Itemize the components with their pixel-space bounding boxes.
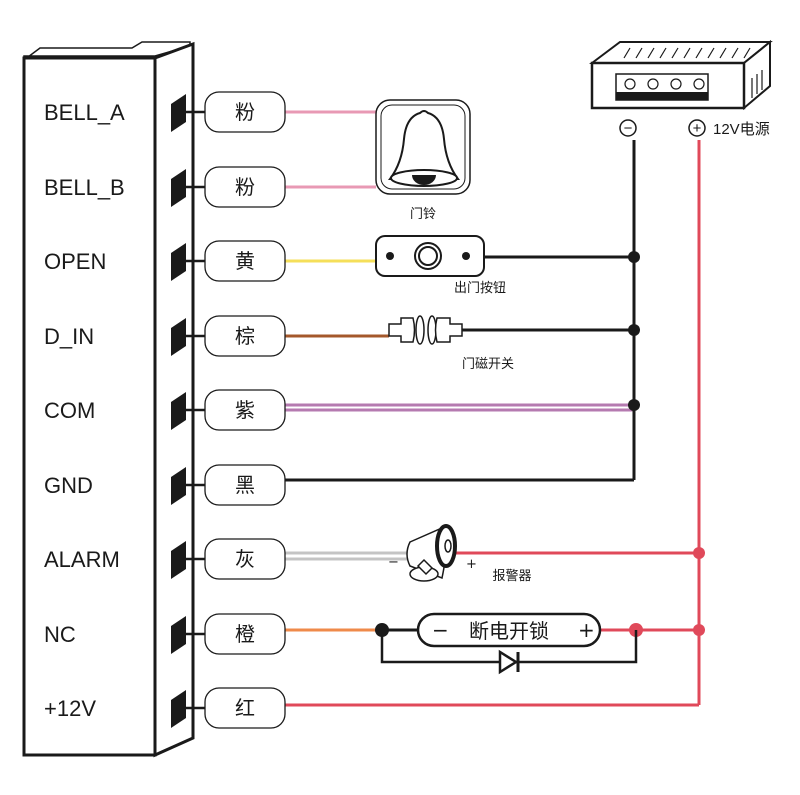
junction-dot bbox=[628, 251, 640, 263]
wire-color-label: 棕 bbox=[235, 324, 255, 348]
wire-color-label: 粉 bbox=[235, 175, 255, 199]
door-sensor-label: 门磁开关 bbox=[462, 357, 514, 372]
junction-dot bbox=[628, 324, 640, 336]
terminal-tab bbox=[171, 243, 186, 281]
alarm-plus: + bbox=[466, 557, 477, 572]
power-supply-icon: − + 12V电源 bbox=[589, 39, 773, 138]
junction-dot bbox=[628, 399, 640, 411]
wire-color-cap bbox=[204, 687, 286, 729]
pin-label: BELL_B bbox=[44, 175, 125, 200]
bell-icon bbox=[388, 110, 460, 187]
lock-label: 断电开锁 bbox=[469, 619, 549, 643]
svg-text:−: − bbox=[624, 120, 633, 137]
pin-label: BELL_A bbox=[44, 100, 125, 125]
terminal-row: ALARM 灰 bbox=[44, 538, 286, 580]
junction-dot bbox=[693, 624, 705, 636]
controller-box bbox=[22, 41, 195, 758]
pin-label: +12V bbox=[44, 696, 96, 721]
terminal-tab bbox=[171, 467, 186, 505]
terminal-tab bbox=[171, 94, 186, 132]
pin-label: NC bbox=[44, 622, 76, 647]
doorbell-label: 门铃 bbox=[410, 207, 436, 222]
terminal-tab bbox=[171, 392, 186, 430]
alarm-minus: − bbox=[388, 555, 399, 570]
alarm-label: 报警器 bbox=[492, 568, 531, 584]
psu-minus-terminal bbox=[619, 119, 637, 137]
ground-bus bbox=[285, 140, 640, 482]
svg-text:+: + bbox=[693, 120, 702, 137]
wire-color-cap bbox=[204, 240, 286, 282]
siren-icon: − + 报警器 bbox=[388, 524, 532, 584]
wire-color-label: 黄 bbox=[235, 249, 255, 273]
terminal-row: +12V 红 bbox=[44, 687, 286, 729]
wire-color-cap bbox=[204, 464, 286, 506]
wire-color-cap bbox=[204, 389, 286, 431]
lock-plus: + bbox=[578, 618, 595, 642]
psu-label: 12V电源 bbox=[713, 121, 770, 138]
terminal-row: COM 紫 bbox=[44, 389, 286, 431]
doorbell: 门铃 bbox=[375, 99, 471, 222]
terminal-tab bbox=[171, 616, 186, 654]
wire-color-cap bbox=[204, 166, 286, 208]
wire-color-label: 橙 bbox=[235, 622, 255, 646]
wire-color-label: 粉 bbox=[235, 100, 255, 124]
exit-button-label: 出门按钮 bbox=[454, 281, 506, 296]
wire-color-cap bbox=[204, 91, 286, 133]
pin-label: OPEN bbox=[44, 249, 106, 274]
terminal-row: GND 黑 bbox=[44, 464, 286, 506]
terminal-tab bbox=[171, 318, 186, 356]
terminal-tab bbox=[171, 169, 186, 207]
wire-color-label: 紫 bbox=[235, 398, 255, 422]
electric-lock: − 断电开锁 + bbox=[285, 612, 638, 675]
magnetic-sensor-icon: 门磁开关 bbox=[388, 315, 514, 372]
pin-label: COM bbox=[44, 398, 95, 423]
wire-color-cap bbox=[204, 538, 286, 580]
psu-plus-terminal bbox=[688, 119, 706, 137]
lock-minus: − bbox=[432, 618, 449, 642]
terminal-tab bbox=[171, 690, 186, 728]
terminal-tab bbox=[171, 541, 186, 579]
wire-color-label: 黑 bbox=[235, 473, 255, 497]
terminal-row: D_IN 棕 bbox=[44, 315, 286, 357]
pin-label: D_IN bbox=[44, 324, 94, 349]
diode-icon bbox=[498, 649, 520, 675]
junction-dot bbox=[375, 623, 389, 637]
pin-label: GND bbox=[44, 473, 93, 498]
pin-label: ALARM bbox=[44, 547, 120, 572]
wire-color-cap bbox=[204, 613, 286, 655]
junction-dot bbox=[693, 547, 705, 559]
wire-color-label: 灰 bbox=[235, 547, 255, 571]
wire-color-cap bbox=[204, 315, 286, 357]
wire-color-label: 红 bbox=[235, 696, 255, 720]
terminal-row: BELL_A 粉 bbox=[44, 91, 286, 133]
terminal-row: BELL_B 粉 bbox=[44, 166, 286, 208]
terminal-row: NC 橙 bbox=[44, 613, 286, 655]
exit-button: 出门按钮 bbox=[375, 235, 506, 296]
terminal-row: OPEN 黄 bbox=[44, 240, 286, 282]
